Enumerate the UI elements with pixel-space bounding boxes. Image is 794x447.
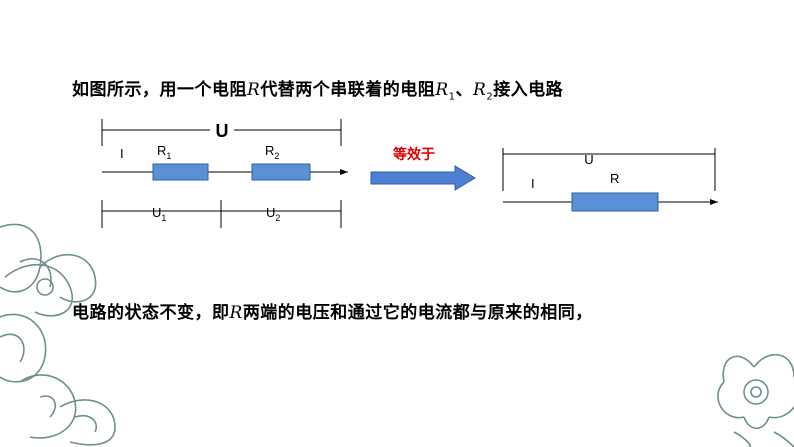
equivalence-arrow xyxy=(370,165,476,191)
r1-label-sub: 1 xyxy=(166,151,171,161)
right-voltage-label: U xyxy=(584,152,593,167)
right-voltage-bracket xyxy=(502,148,716,191)
line1-prefix: 如图所示，用一个电阻 xyxy=(72,80,247,100)
left-voltage-bracket xyxy=(101,119,342,146)
line1-sep: 、 xyxy=(455,80,473,100)
line2-prefix: 电路的状态不变，即 xyxy=(72,303,230,323)
line1-var-r: R xyxy=(247,80,261,100)
r1-label: R1 xyxy=(157,143,171,161)
u1-label-sub: 1 xyxy=(161,213,166,223)
sub-voltage-brackets xyxy=(101,200,342,228)
u1-label: U1 xyxy=(152,205,166,223)
resistor-r xyxy=(571,192,659,212)
line1-var-r1: R xyxy=(435,80,449,100)
equivalence-label: 等效于 xyxy=(393,146,435,163)
r2-label-sub: 2 xyxy=(274,151,279,161)
r2-label: R2 xyxy=(265,143,279,161)
line1-sub-r1: 1 xyxy=(448,91,456,103)
left-current-label: I xyxy=(120,146,124,161)
resistor-r2 xyxy=(251,163,311,181)
description-line-1: 如图所示，用一个电阻R代替两个串联着的电阻R1、R2接入电路 xyxy=(72,75,563,102)
line2-suffix: 两端的电压和通过它的电流都与原来的相同， xyxy=(242,303,593,323)
r-label: R xyxy=(610,171,619,186)
floral-decoration-left xyxy=(0,223,116,446)
right-current-label: I xyxy=(531,176,535,191)
left-voltage-label: U xyxy=(216,121,229,141)
u2-label-sub: 2 xyxy=(275,213,280,223)
description-line-2: 电路的状态不变，即R两端的电压和通过它的电流都与原来的相同， xyxy=(72,298,593,323)
line1-sub-r2: 2 xyxy=(486,91,494,103)
floral-decoration-right xyxy=(717,353,794,447)
line2-var-r: R xyxy=(229,303,243,323)
u2-label: U2 xyxy=(266,205,280,223)
line1-var-r2: R xyxy=(473,80,487,100)
line1-suffix: 接入电路 xyxy=(493,80,564,100)
resistor-r1 xyxy=(152,163,209,181)
line1-mid: 代替两个串联着的电阻 xyxy=(260,80,436,100)
